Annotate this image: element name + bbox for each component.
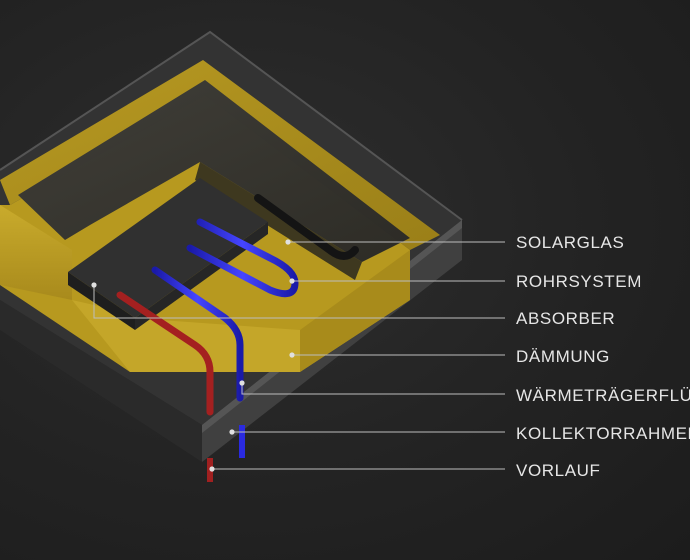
label-waermetraegerfluessigkeit: WÄRMETRÄGERFLÜS xyxy=(516,386,690,405)
label-absorber: ABSORBER xyxy=(516,309,616,328)
solar-glass xyxy=(18,80,410,280)
leader-absorber xyxy=(93,285,505,319)
callout-leaders xyxy=(93,241,505,470)
absorber-plate xyxy=(68,178,268,330)
label-vorlauf: VORLAUF xyxy=(516,461,601,480)
label-solarglas: SOLARGLAS xyxy=(516,233,625,252)
callout-dots xyxy=(91,239,295,472)
label-kollektorrahmen: KOLLEKTORRAHMEN xyxy=(516,424,690,443)
label-daemmung: DÄMMUNG xyxy=(516,347,610,366)
label-rohrsystem: ROHRSYSTEM xyxy=(516,272,642,291)
leader-waermetraeger xyxy=(241,383,505,395)
